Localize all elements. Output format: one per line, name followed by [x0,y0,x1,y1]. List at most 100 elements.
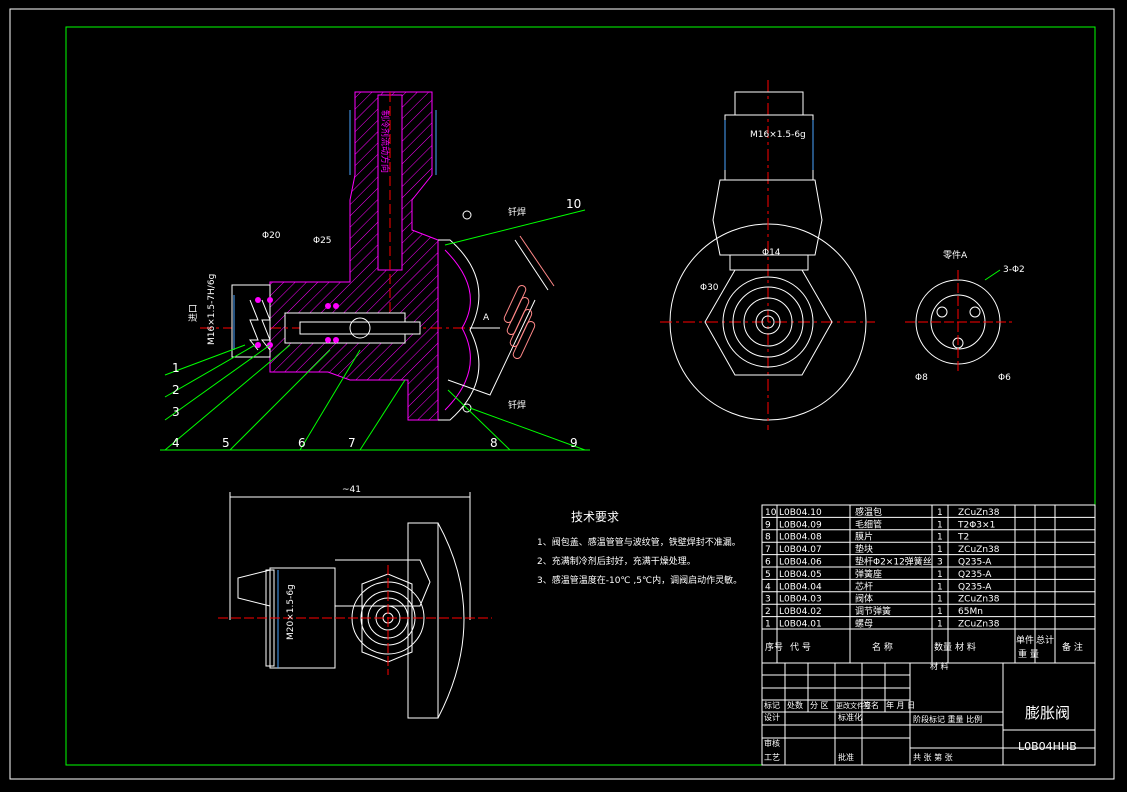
table-cell-name: 毛细管 [855,518,882,530]
tech-item-3: 3、感温管温度在-10℃ ,5℃内，调阀启动作灵敏。 [537,574,742,586]
label-thread-body: M16×1.5-6g [750,130,806,140]
table-cell-material: ZCuZn38 [958,620,1000,630]
label-dia14: Φ14 [762,248,781,258]
table-cell-no: 2 [765,607,771,617]
table-cell-material: ZCuZn38 [958,595,1000,605]
table-cell-name: 芯杆 [855,580,873,592]
side-view [660,80,875,430]
tb-change: 更改文件号 [836,701,871,710]
table-cell-name: 螺母 [855,619,873,630]
tech-item-1: 1、阀包盖、感温管管与波纹管，铁壁焊封不准漏。 [537,536,741,548]
callout-5: 5 [222,436,230,450]
tb-approve: 批准 [838,752,854,762]
tb-sign: 签名 [863,700,879,710]
tb-zone: 分 区 [810,701,829,710]
table-cell-material: Q235-A [958,582,992,592]
tb-process: 工艺 [764,753,780,762]
tech-requirements: 技术要求 1、阀包盖、感温管管与波纹管，铁壁焊封不准漏。 2、充满制冷剂后封好，… [537,510,742,586]
callouts: 1 2 3 4 5 6 7 8 9 10 [172,197,581,450]
callout-10: 10 [566,197,581,211]
label-dia6: Φ6 [998,373,1011,383]
table-cell-code: L0B04.07 [779,545,822,555]
table-cell-name: 调节弹簧 [855,605,891,617]
tb-stage: 阶段标记 重量 比例 [913,714,982,724]
label-holes: 3-Φ2 [1003,265,1025,275]
callout-2: 2 [172,383,180,397]
callout-7: 7 [348,436,356,450]
callout-9: 9 [570,436,578,450]
table-cell-material: ZCuZn38 [958,545,1000,555]
callout-3: 3 [172,405,180,419]
label-in: 进口 [188,304,199,322]
label-dia8: Φ8 [915,373,928,383]
label-thread-bottom: M20×1.5-6g [286,584,296,640]
table-cell-code: L0B04.10 [779,508,822,518]
table-cell-qty: 1 [937,607,943,617]
table-cell-name: 阀体 [855,593,873,605]
part-a-view [905,269,1012,372]
parts-table [761,504,1096,664]
valve-body-section [269,91,439,421]
table-cell-qty: 1 [937,520,943,530]
table-cell-material: ZCuZn38 [958,508,1000,518]
table-cell-material: Q235-A [958,570,992,580]
hdr-code: 代 号 [790,642,811,653]
tb-design: 设计 [764,712,780,722]
label-weld-bottom: 钎焊 [508,399,526,411]
table-cell-name: 感温包 [855,506,882,518]
table-cell-material: T2 [957,533,969,543]
tb-mark: 标记 [764,700,780,710]
tb-sheets: 共 张 第 张 [913,752,953,762]
table-cell-no: 10 [765,508,777,518]
label-dia20: Φ20 [262,231,281,241]
tech-heading: 技术要求 [571,510,619,524]
table-cell-name: 弹簧座 [855,568,882,580]
section-view [160,91,590,451]
label-fluid-dir: 制冷剂流动方向 [379,110,391,173]
table-cell-no: 1 [765,620,771,630]
tb-review: 审核 [764,738,780,748]
label-dim-41: ~41 [342,485,361,495]
table-cell-no: 6 [765,558,771,568]
tb-standardize: 标准化 [838,712,862,722]
callout-1: 1 [172,361,180,375]
hdr-qty: 数量 [934,641,952,653]
inner-frame [65,26,1096,766]
table-cell-no: 7 [765,545,771,555]
table-cell-code: L0B04.05 [779,570,822,580]
table-cell-qty: 1 [937,595,943,605]
hdr-material: 材 料 [955,641,976,653]
table-cell-material: 65Mn [958,607,983,617]
tb-date: 年 月 日 [886,700,915,710]
table-cell-material: T2Φ3×1 [957,520,995,530]
label-part-a: 零件A [943,249,968,261]
table-cell-name: 垫杆Φ2×12弹簧丝 [855,556,932,568]
bottom-view [218,492,492,719]
table-cell-qty: 1 [937,508,943,518]
table-cell-no: 9 [765,520,771,530]
title-block [761,662,1096,766]
hdr-weight: 重 量 [1018,648,1039,660]
table-cell-name: 膜片 [855,531,873,543]
drawing-code: L0B04HHB [1018,740,1077,753]
tech-item-2: 2、充满制冷剂后封好，充满干燥处理。 [537,555,696,567]
outer-frame [9,8,1115,780]
table-cell-qty: 1 [937,620,943,630]
table-cell-no: 5 [765,570,771,580]
label-thread-side: M16×1.5-7H/6g [207,274,217,345]
hdr-name: 名 称 [872,641,893,653]
table-cell-no: 3 [765,595,771,605]
hdr-no: 序号 [765,641,783,653]
callout-6: 6 [298,436,306,450]
label-weld-top: 钎焊 [508,206,526,218]
tb-material: 材 料 [930,661,949,671]
table-cell-code: L0B04.01 [779,620,822,630]
table-cell-qty: 1 [937,582,943,592]
table-cell-no: 8 [765,533,771,543]
table-cell-qty: 3 [937,558,943,568]
table-cell-name: 垫块 [855,543,873,555]
table-cell-code: L0B04.08 [779,533,822,543]
table-cell-code: L0B04.06 [779,558,822,568]
